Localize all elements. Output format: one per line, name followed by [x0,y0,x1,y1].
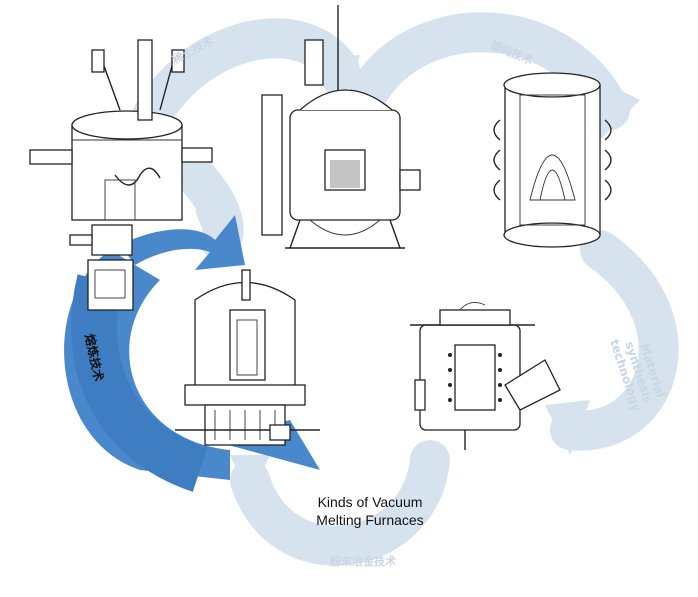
label-powder-metallurgy: 粉末冶金技术 [330,554,396,568]
caption-line-1: Kinds of Vacuum [317,494,423,510]
faint-arrowhead-2 [590,75,640,140]
furnace-bottom-right [410,301,561,450]
faint-arc-bottom [230,440,450,566]
furnace-center [175,269,320,446]
blue-arrowhead-top [120,215,245,270]
faint-arrowhead-3 [545,400,590,455]
faint-arc-right [550,230,679,451]
caption: Kinds of Vacuum Melting Furnaces [300,493,440,529]
furnace-top-left [29,39,213,311]
furnace-top-middle [261,5,421,249]
furnace-top-right [493,72,612,248]
faint-arrowhead-4 [230,455,270,500]
caption-line-2: Melting Furnaces [316,512,424,528]
